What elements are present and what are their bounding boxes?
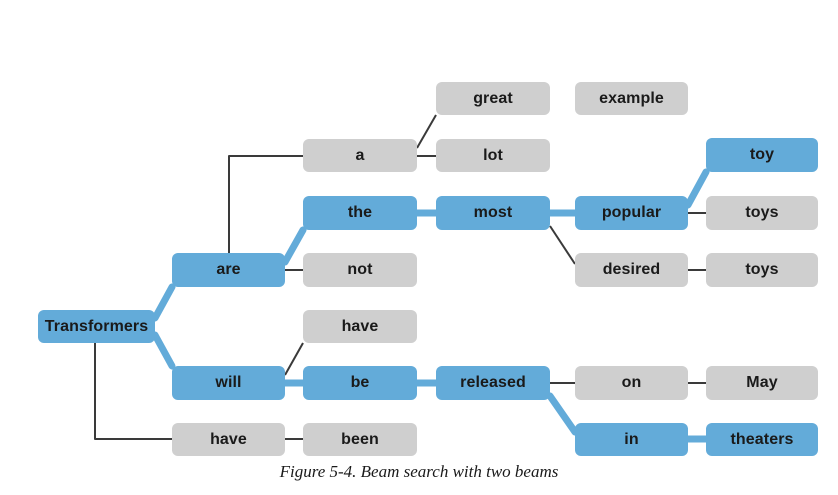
node-on[interactable]: on	[575, 366, 688, 400]
edge-transformers-to-are	[151, 283, 176, 322]
edge-are-to-the	[281, 226, 307, 266]
node-have_root[interactable]: have	[172, 423, 285, 456]
edge-a-to-great	[416, 114, 437, 149]
node-not[interactable]: not	[303, 253, 417, 287]
node-the[interactable]: the	[303, 196, 417, 230]
node-been[interactable]: been	[303, 423, 417, 456]
node-a[interactable]: a	[303, 139, 417, 172]
node-popular[interactable]: popular	[575, 196, 688, 230]
node-most[interactable]: most	[436, 196, 550, 230]
node-example[interactable]: example	[575, 82, 688, 115]
node-theaters[interactable]: theaters	[706, 423, 818, 456]
node-toys_popular[interactable]: toys	[706, 196, 818, 230]
node-toys_desired[interactable]: toys	[706, 253, 818, 287]
node-in[interactable]: in	[575, 423, 688, 456]
node-have_will[interactable]: have	[303, 310, 417, 343]
node-released[interactable]: released	[436, 366, 550, 400]
figure-caption: Figure 5-4. Beam search with two beams	[279, 462, 559, 481]
node-are[interactable]: are	[172, 253, 285, 287]
node-will[interactable]: will	[172, 366, 285, 400]
edge-transformers-to-have_root	[94, 343, 172, 440]
node-be[interactable]: be	[303, 366, 417, 400]
edge-are-to-a	[228, 155, 303, 253]
edge-transformers-to-will	[151, 331, 176, 370]
node-toy[interactable]: toy	[706, 138, 818, 172]
edge-will-to-have_will	[284, 342, 304, 376]
node-desired[interactable]: desired	[575, 253, 688, 287]
edge-most-to-desired	[549, 225, 576, 265]
node-great[interactable]: great	[436, 82, 550, 115]
node-lot[interactable]: lot	[436, 139, 550, 172]
node-may[interactable]: May	[706, 366, 818, 400]
edge-released-to-in	[546, 392, 579, 436]
edge-popular-to-toy	[684, 168, 710, 209]
node-transformers[interactable]: Transformers	[38, 310, 155, 343]
